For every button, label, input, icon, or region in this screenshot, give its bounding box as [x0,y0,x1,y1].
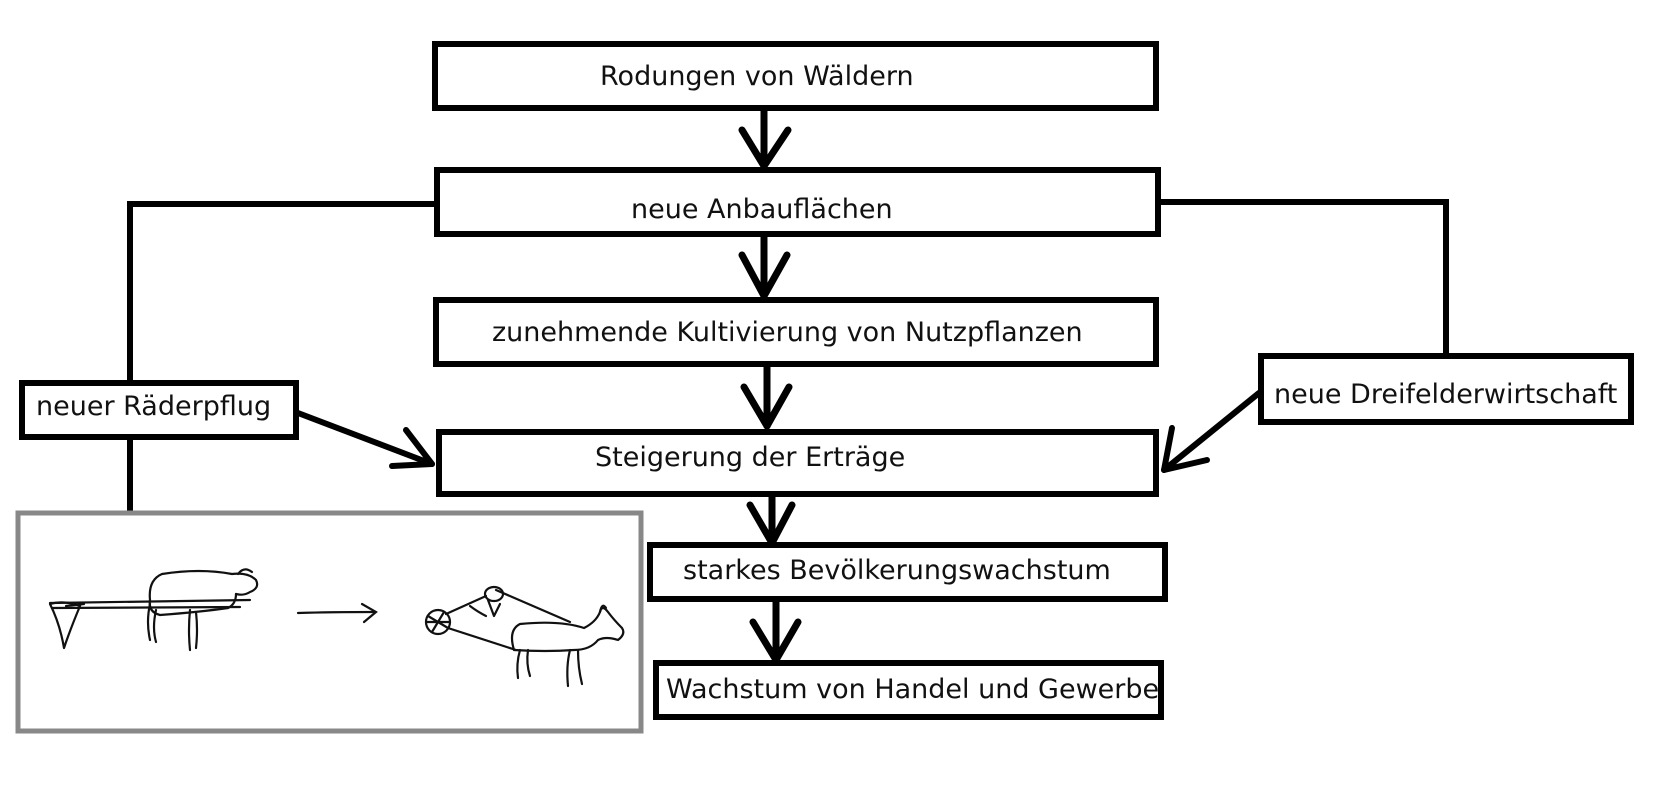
side-connectors [127,199,1449,514]
box-kultivierung: zunehmende Kultivierung von Nutzpflanzen [433,297,1159,367]
box-anbauflaechen: neue Anbauflächen [434,167,1161,237]
label-bevoelkerung: starkes Bevölkerungswachstum [683,555,1111,586]
connector-anbau-to-dreifelder [1155,199,1449,358]
label-dreifelder: neue Dreifelderwirtschaft [1274,379,1617,410]
arrow-kultivierung-to-steigerung [740,362,793,430]
box-bevoelkerung: starkes Bevölkerungswachstum [647,542,1168,602]
arrow-bevoelkerung-to-handel [749,597,802,664]
box-raederpflug: neuer Räderpflug [19,380,299,440]
arrow-dreifelder-to-steigerung [1161,390,1262,473]
label-kultivierung: zunehmende Kultivierung von Nutzpflanzen [492,317,1083,348]
box-dreifelder: neue Dreifelderwirtschaft [1258,353,1634,425]
box-steigerung: Steigerung der Erträge [436,429,1159,497]
label-rodungen: Rodungen von Wäldern [600,61,914,92]
arrow-raederpflug-to-steigerung [295,410,435,469]
side-arrows [295,390,1262,473]
label-raederpflug: neuer Räderpflug [36,391,271,422]
box-rodungen: Rodungen von Wäldern [432,41,1159,111]
arrow-rodungen-to-anbau [738,106,792,170]
transition-arrow-sketch [296,602,378,624]
connector-anbau-to-raederpflug [127,201,438,386]
label-anbauflaechen: neue Anbauflächen [631,194,893,225]
arrow-steigerung-to-bevoelkerung [746,492,796,547]
label-steigerung: Steigerung der Erträge [595,442,905,473]
arrow-anbau-to-kultivierung [738,232,791,300]
plough-illustration-panel [15,510,644,734]
flow-arrows [738,106,802,664]
old-plough-sketch [48,568,259,652]
wheeled-plough-sketch [424,585,625,688]
box-handel: Wachstum von Handel und Gewerbe [653,660,1164,720]
label-handel: Wachstum von Handel und Gewerbe [666,674,1159,705]
